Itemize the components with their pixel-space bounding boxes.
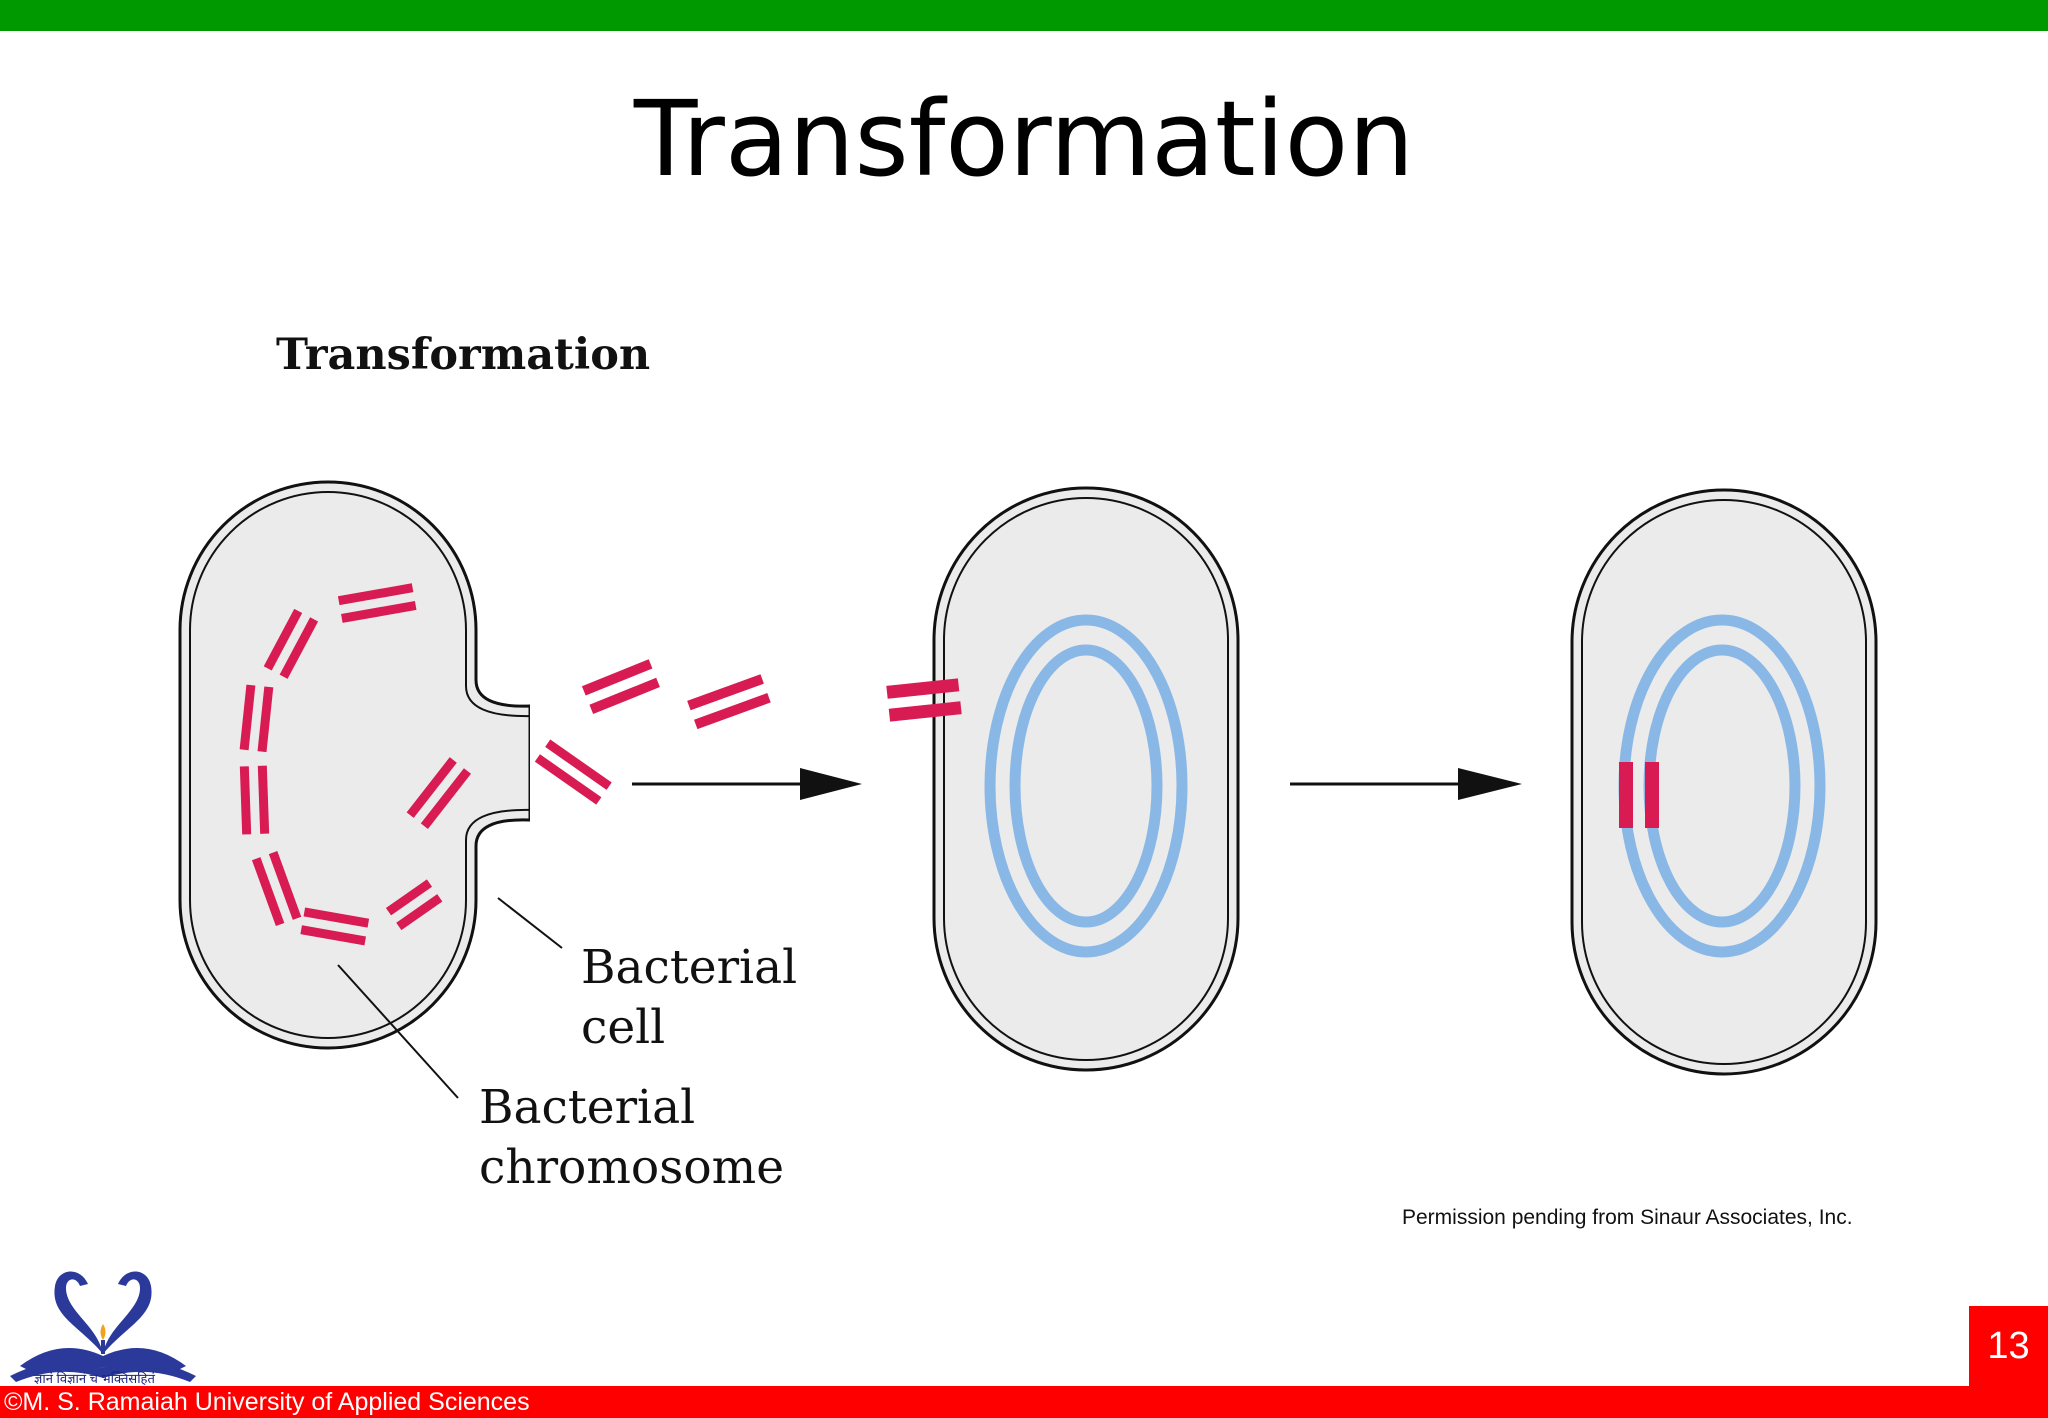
footer-copyright: ©M. S. Ramaiah University of Applied Sci… <box>4 1388 530 1416</box>
arrow-right-icon <box>1290 768 1522 800</box>
figure-title: Transformation <box>276 330 651 380</box>
bacterial-cell-label: Bacterial cell <box>581 938 797 1058</box>
slide-title: Transformation <box>633 78 1415 200</box>
permission-credit: Permission pending from Sinaur Associate… <box>1402 1206 1853 1229</box>
transformed-cell <box>1570 488 1878 1076</box>
donor-cell <box>178 480 600 1050</box>
chromosome-label-leader <box>337 964 459 1099</box>
free-dna-fragments <box>581 659 771 730</box>
footer-bar: ©M. S. Ramaiah University of Applied Sci… <box>0 1386 2048 1418</box>
bacterial-cell-label-line1: Bacterial <box>581 940 798 995</box>
logo-motto: ज्ञानं विज्ञानं च भक्तिसहितं <box>34 1371 155 1386</box>
university-logo-icon <box>10 1271 196 1382</box>
entering-dna-fragment <box>886 678 962 722</box>
page-number: 13 <box>1969 1306 2048 1386</box>
cell-label-leader <box>497 897 563 949</box>
arrow-right-icon <box>632 768 862 800</box>
recipient-cell <box>932 486 1240 1072</box>
bacterial-chromosome-label-line2: chromosome <box>479 1140 785 1195</box>
bacterial-chromosome-label: Bacterial chromosome <box>479 1078 784 1198</box>
top-accent-bar <box>0 0 2048 31</box>
donor-chromosome-fragments <box>239 583 612 946</box>
bacterial-cell-label-line2: cell <box>581 1000 666 1055</box>
bacterial-chromosome-label-line1: Bacterial <box>479 1080 696 1135</box>
